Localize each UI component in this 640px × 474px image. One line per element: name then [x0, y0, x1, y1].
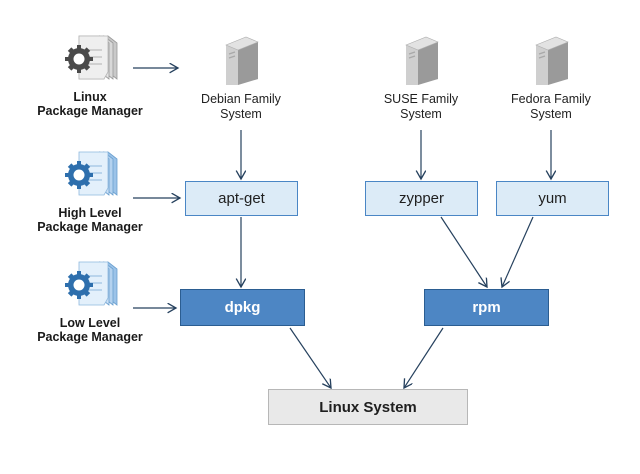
- legend-item-low-level-package-manager[interactable]: Low Level Package Manager: [5, 258, 175, 344]
- system-node-fedora-family-system[interactable]: Fedora Family System: [486, 33, 616, 122]
- server-icon: [218, 33, 264, 89]
- node-rpm[interactable]: rpm: [424, 289, 549, 326]
- system-node-debian-family-system[interactable]: Debian Family System: [176, 33, 306, 122]
- system-node-suse-family-system[interactable]: SUSE Family System: [356, 33, 486, 122]
- node-dpkg[interactable]: dpkg: [180, 289, 305, 326]
- system-label-suse-family-system: SUSE Family System: [383, 92, 459, 121]
- edge-dpkg-to-linux-system: [289, 327, 331, 388]
- stacked-pages-gear-gray-icon: [59, 32, 121, 88]
- legend-label-low-level-package-manager: Low Level Package Manager: [37, 316, 143, 344]
- server-icon: [398, 33, 444, 89]
- node-zypper[interactable]: zypper: [365, 181, 478, 216]
- legend-item-high-level-package-manager[interactable]: High Level Package Manager: [5, 148, 175, 234]
- system-label-fedora-family-system: Fedora Family System: [511, 92, 591, 121]
- legend-item-linux-package-manager[interactable]: Linux Package Manager: [5, 32, 175, 118]
- legend-label-linux-package-manager: Linux Package Manager: [37, 90, 143, 118]
- server-icon: [528, 33, 574, 89]
- node-apt-get[interactable]: apt-get: [185, 181, 298, 216]
- system-label-debian-family-system: Debian Family System: [201, 92, 281, 121]
- edge-rpm-to-linux-system: [404, 327, 444, 388]
- edge-yum-to-rpm: [502, 216, 534, 287]
- legend-label-high-level-package-manager: High Level Package Manager: [37, 206, 143, 234]
- node-yum[interactable]: yum: [496, 181, 609, 216]
- stacked-pages-gear-blue-icon: [59, 148, 121, 204]
- edge-zypper-to-rpm: [440, 216, 487, 287]
- stacked-pages-gear-blue-icon: [59, 258, 121, 314]
- node-linux-system[interactable]: Linux System: [268, 389, 468, 425]
